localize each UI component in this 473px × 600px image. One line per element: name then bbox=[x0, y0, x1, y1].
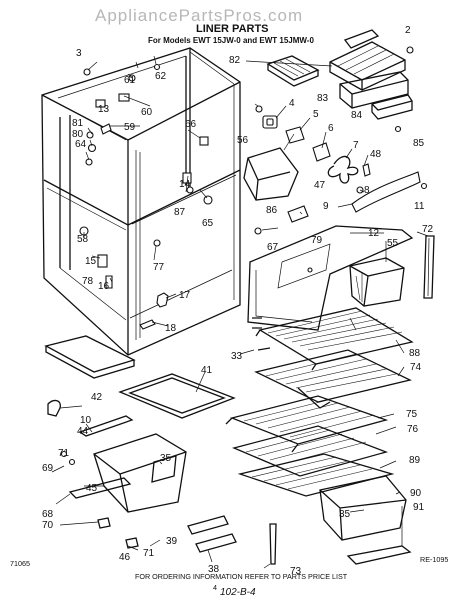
callout-58: 58 bbox=[77, 234, 89, 245]
callout-47: 47 bbox=[314, 180, 326, 191]
callout-75: 75 bbox=[406, 409, 418, 420]
callout-89: 89 bbox=[409, 455, 421, 466]
callout-16: 16 bbox=[98, 281, 110, 292]
callout-12: 12 bbox=[368, 228, 380, 239]
callout-18: 18 bbox=[165, 323, 177, 334]
callout-39: 39 bbox=[166, 536, 178, 547]
callout-5: 5 bbox=[313, 109, 319, 120]
callout-10: 10 bbox=[80, 415, 92, 426]
callout-80: 80 bbox=[72, 129, 84, 140]
callout-77: 77 bbox=[153, 262, 165, 273]
callout-84: 84 bbox=[351, 110, 363, 121]
callout-72: 72 bbox=[422, 224, 434, 235]
callout-45: 45 bbox=[86, 483, 98, 494]
fresh-food-shelf-75 bbox=[225, 395, 389, 453]
left-code: 71065 bbox=[10, 559, 30, 568]
callout-35-lower: 35 bbox=[339, 509, 351, 520]
callout-76: 76 bbox=[407, 424, 419, 435]
callout-69: 69 bbox=[42, 463, 54, 474]
callout-71-lower: 71 bbox=[143, 548, 155, 559]
callout-38: 38 bbox=[208, 564, 220, 575]
callout-68: 68 bbox=[42, 509, 54, 520]
callout-7: 7 bbox=[353, 140, 359, 151]
callout-33: 33 bbox=[231, 351, 243, 362]
cabinet-fittings bbox=[79, 63, 213, 330]
callout-82: 82 bbox=[229, 55, 241, 66]
callout-67: 67 bbox=[267, 242, 279, 253]
watermark: AppliancePartsPros.com bbox=[95, 6, 303, 25]
callout-46: 46 bbox=[119, 552, 131, 563]
callout-85: 85 bbox=[413, 138, 425, 149]
page-number: 4 bbox=[213, 583, 217, 592]
callout-41: 41 bbox=[201, 365, 213, 376]
callout-71-upper: 71 bbox=[58, 448, 70, 459]
callout-3: 3 bbox=[76, 48, 82, 59]
callout-48: 48 bbox=[370, 149, 382, 160]
callout-42: 42 bbox=[91, 392, 103, 403]
callout-56: 56 bbox=[237, 135, 249, 146]
fresh-food-shelf-88 bbox=[255, 307, 414, 371]
leader-lines bbox=[51, 55, 429, 569]
callout-8: 8 bbox=[364, 185, 370, 196]
callout-62: 62 bbox=[155, 71, 167, 82]
crisper-small-bin bbox=[349, 257, 405, 307]
diagram-subtitle: For Models EWT 15JW-0 and EWT 15JMW-0 bbox=[148, 36, 314, 45]
callout-78: 78 bbox=[82, 276, 94, 287]
callout-88: 88 bbox=[409, 348, 421, 359]
callout-66: 66 bbox=[185, 119, 197, 130]
freezer-shelf-rack bbox=[329, 29, 414, 91]
diagram-title: LINER PARTS bbox=[196, 23, 269, 35]
callout-81: 81 bbox=[72, 118, 84, 129]
lower-crisper-bin bbox=[319, 475, 412, 565]
right-code: RE-1095 bbox=[420, 555, 448, 564]
fresh-food-shelf-76 bbox=[231, 425, 389, 477]
handwritten-note: 102-B-4 bbox=[220, 587, 256, 598]
callout-4: 4 bbox=[289, 98, 295, 109]
callout-2: 2 bbox=[405, 25, 411, 36]
callout-61: 61 bbox=[124, 75, 136, 86]
callout-17: 17 bbox=[179, 290, 191, 301]
callout-44: 44 bbox=[77, 426, 89, 437]
fresh-food-shelf-74 bbox=[254, 349, 412, 409]
callout-55: 55 bbox=[387, 238, 399, 249]
callout-60: 60 bbox=[141, 107, 153, 118]
callout-14: 14 bbox=[179, 179, 191, 190]
liner-cabinet bbox=[41, 47, 241, 356]
callout-73: 73 bbox=[290, 566, 302, 577]
callout-86: 86 bbox=[266, 205, 278, 216]
freezer-bins bbox=[339, 71, 413, 133]
callout-91: 91 bbox=[413, 502, 425, 513]
callout-6: 6 bbox=[328, 123, 334, 134]
divider-panel bbox=[247, 225, 414, 331]
callout-9: 9 bbox=[323, 201, 329, 212]
callout-11: 11 bbox=[414, 201, 425, 212]
callout-59: 59 bbox=[124, 122, 136, 133]
ice-trays bbox=[266, 55, 320, 87]
callout-64: 64 bbox=[75, 139, 87, 150]
callout-90: 90 bbox=[410, 488, 422, 499]
callout-numbers: 2 3 4 5 6 7 8 9 10 11 12 13 14 15 16 17 … bbox=[42, 25, 434, 577]
callout-74: 74 bbox=[410, 362, 422, 373]
callout-87: 87 bbox=[174, 207, 186, 218]
callout-35-upper: 35 bbox=[160, 453, 172, 464]
callout-13: 13 bbox=[98, 104, 110, 115]
callout-83: 83 bbox=[317, 93, 329, 104]
control-parts bbox=[243, 105, 428, 235]
callout-79: 79 bbox=[311, 235, 323, 246]
callout-65: 65 bbox=[202, 218, 214, 229]
callout-70: 70 bbox=[42, 520, 54, 531]
crisper-cover-89 bbox=[237, 453, 395, 497]
right-trim-strip bbox=[423, 235, 435, 299]
ordering-instruction: FOR ORDERING INFORMATION REFER TO PARTS … bbox=[135, 572, 348, 581]
callout-15: 15 bbox=[85, 256, 97, 267]
